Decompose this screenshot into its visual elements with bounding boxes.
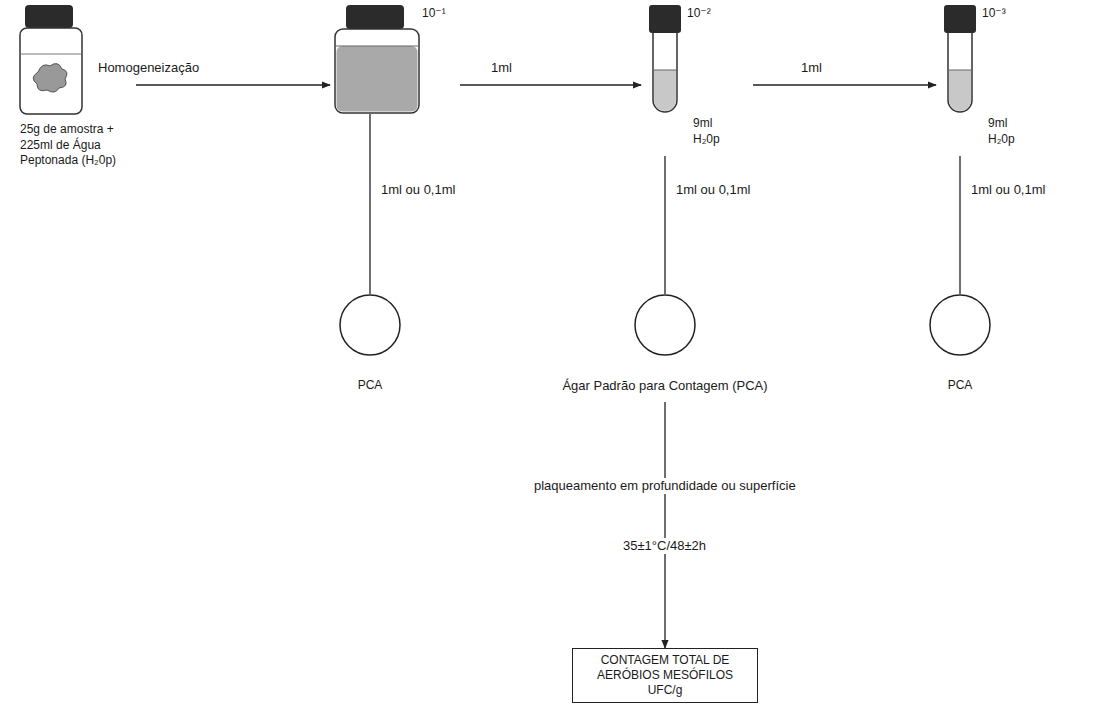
edge-label: 1ml ou 0,1ml — [968, 182, 1048, 198]
dilution-label: 10⁻³ — [982, 6, 1006, 22]
dilution-bottle-outline — [330, 4, 460, 114]
edge-label: 1ml ou 0,1ml — [673, 182, 753, 198]
petri-dish: PCA — [910, 294, 1010, 402]
edge-label: plaqueamento em profundidade ou superfíc… — [531, 478, 799, 494]
edge-label: 1ml — [488, 60, 515, 76]
dilution-bottle: 10⁻¹ — [330, 4, 460, 114]
node-text: 9ml H₂0p — [988, 116, 1030, 147]
sample-jar: 25g de amostra + 225ml de Água Peptonada… — [14, 4, 136, 180]
dilution-label: 10⁻² — [687, 6, 711, 22]
connector-arrow — [664, 156, 665, 294]
petri-dish: PCA — [320, 294, 420, 402]
result-box: CONTAGEM TOTAL DE AERÓBIOS MESÓFILOS UFC… — [572, 648, 758, 703]
incubation-note: 35±1°C/48±2h — [620, 538, 709, 554]
node-text: PCA — [320, 378, 420, 394]
connector-arrow — [136, 84, 330, 85]
petri-dish: Ágar Padrão para Contagem (PCA) — [545, 294, 785, 402]
connector-arrow — [460, 84, 641, 85]
connector-arrow — [959, 156, 960, 294]
connector-arrow — [753, 84, 936, 85]
node-text: 10⁻¹ — [422, 6, 446, 22]
edge-label: Homogeneização — [95, 60, 202, 76]
node-text: PCA — [910, 378, 1010, 394]
dilution-tube: 10⁻³ 9ml H₂0p — [936, 4, 1048, 156]
result-text: CONTAGEM TOTAL DE AERÓBIOS MESÓFILOS UFC… — [581, 653, 749, 698]
node-text: 9ml H₂0p — [693, 116, 735, 147]
edge-label: 1ml — [798, 60, 825, 76]
dilution-tube: 10⁻² 9ml H₂0p — [641, 4, 753, 156]
connector-arrow — [369, 114, 370, 294]
edge-label: 1ml ou 0,1ml — [378, 182, 458, 198]
node-text: 25g de amostra + 225ml de Água Peptonada… — [20, 122, 128, 169]
node-text: Ágar Padrão para Contagem (PCA) — [545, 378, 785, 395]
connector-arrow — [664, 402, 665, 648]
